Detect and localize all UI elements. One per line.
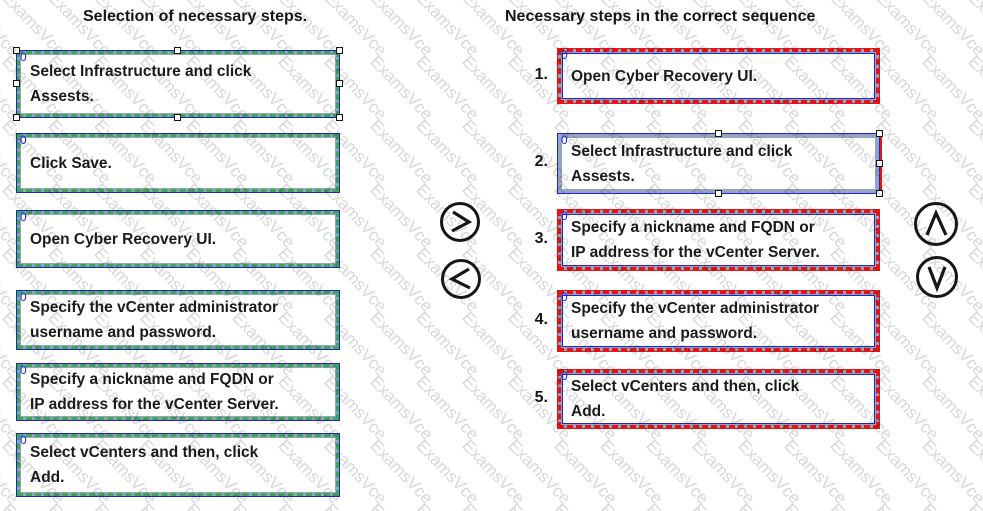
- drag-index-marker: 0: [20, 363, 27, 377]
- move-right-button[interactable]: [440, 202, 480, 242]
- sequence-card-specify-admin-credentials[interactable]: 0 Specify the vCenter administrator user…: [557, 290, 880, 352]
- resize-handle[interactable]: [876, 190, 883, 197]
- step-label: Specify a nickname and FQDN or IP addres…: [571, 219, 820, 261]
- step-card-select-vcenters[interactable]: 0 Select vCenters and then, click Add.: [16, 433, 340, 497]
- resize-handle[interactable]: [174, 114, 181, 121]
- drag-index-marker: 0: [20, 290, 27, 304]
- step-label: Specify the vCenter administrator userna…: [571, 300, 820, 342]
- step-card-specify-nickname-fqdn[interactable]: 0 Specify a nickname and FQDN or IP addr…: [16, 363, 340, 421]
- drag-index-marker: 0: [20, 210, 27, 224]
- chevron-down-icon: [920, 260, 954, 294]
- resize-handle[interactable]: [13, 47, 20, 54]
- step-label: Open Cyber Recovery UI.: [571, 67, 758, 85]
- sequence-number: 3.: [534, 230, 548, 247]
- step-card-specify-admin-credentials[interactable]: 0 Specify the vCenter administrator user…: [16, 290, 340, 350]
- resize-handle[interactable]: [714, 190, 722, 197]
- sequence-number: 2.: [534, 153, 548, 170]
- move-left-button[interactable]: [441, 259, 481, 299]
- move-up-button[interactable]: [914, 202, 958, 246]
- drag-index-marker: 0: [20, 133, 27, 147]
- chevron-up-icon: [918, 206, 954, 242]
- step-card-open-cyber-recovery[interactable]: 0 Open Cyber Recovery UI.: [16, 210, 340, 268]
- sequence-card-select-vcenters[interactable]: 0 Select vCenters and then, click Add.: [557, 369, 880, 429]
- resize-handle[interactable]: [336, 80, 343, 87]
- step-label: Select vCenters and then, click Add.: [571, 378, 800, 420]
- resize-handle[interactable]: [336, 114, 343, 121]
- drag-index-marker: 0: [20, 433, 27, 447]
- resize-handle[interactable]: [714, 130, 722, 137]
- step-card-select-infrastructure[interactable]: 0 Select Infrastructure and click Assest…: [13, 47, 343, 121]
- step-label: Select Infrastructure and click Assests.: [30, 63, 252, 105]
- sequence-number: 4.: [534, 311, 548, 328]
- drag-index-marker: 0: [561, 369, 568, 383]
- sequence-card-specify-nickname-fqdn[interactable]: 0 Specify a nickname and FQDN or IP addr…: [557, 209, 880, 271]
- left-panel-title: Selection of necessary steps.: [83, 8, 308, 25]
- resize-handle[interactable]: [876, 130, 883, 137]
- sequence-card-open-cyber-recovery[interactable]: 0 Open Cyber Recovery UI.: [557, 48, 880, 104]
- sequence-card-select-infrastructure[interactable]: 0 Select Infrastructure and click Assest…: [557, 130, 883, 197]
- right-panel-title: Necessary steps in the correct sequence: [505, 8, 816, 25]
- chevron-left-icon: [444, 262, 478, 296]
- resize-handle[interactable]: [174, 47, 181, 54]
- step-label: Select Infrastructure and click Assests.: [571, 142, 793, 185]
- step-card-click-save[interactable]: 0 Click Save.: [16, 133, 340, 193]
- resize-handle[interactable]: [13, 80, 20, 87]
- resize-handle[interactable]: [876, 159, 883, 167]
- chevron-right-icon: [443, 205, 477, 239]
- drag-index-marker: 0: [561, 133, 568, 147]
- drag-index-marker: 0: [561, 209, 568, 223]
- step-label: Select vCenters and then, click Add.: [30, 444, 259, 486]
- step-label: Open Cyber Recovery UI.: [30, 230, 217, 248]
- sequence-number: 1.: [534, 66, 548, 83]
- drag-index-marker: 0: [561, 290, 568, 304]
- step-label: Click Save.: [30, 154, 112, 172]
- step-label: Specify a nickname and FQDN or IP addres…: [30, 371, 279, 413]
- step-label: Specify the vCenter administrator userna…: [30, 299, 279, 341]
- drag-index-marker: 0: [20, 50, 27, 64]
- drag-index-marker: 0: [561, 48, 568, 62]
- move-down-button[interactable]: [916, 256, 958, 298]
- resize-handle[interactable]: [13, 114, 20, 121]
- resize-handle[interactable]: [336, 47, 343, 54]
- sequence-number: 5.: [534, 389, 548, 406]
